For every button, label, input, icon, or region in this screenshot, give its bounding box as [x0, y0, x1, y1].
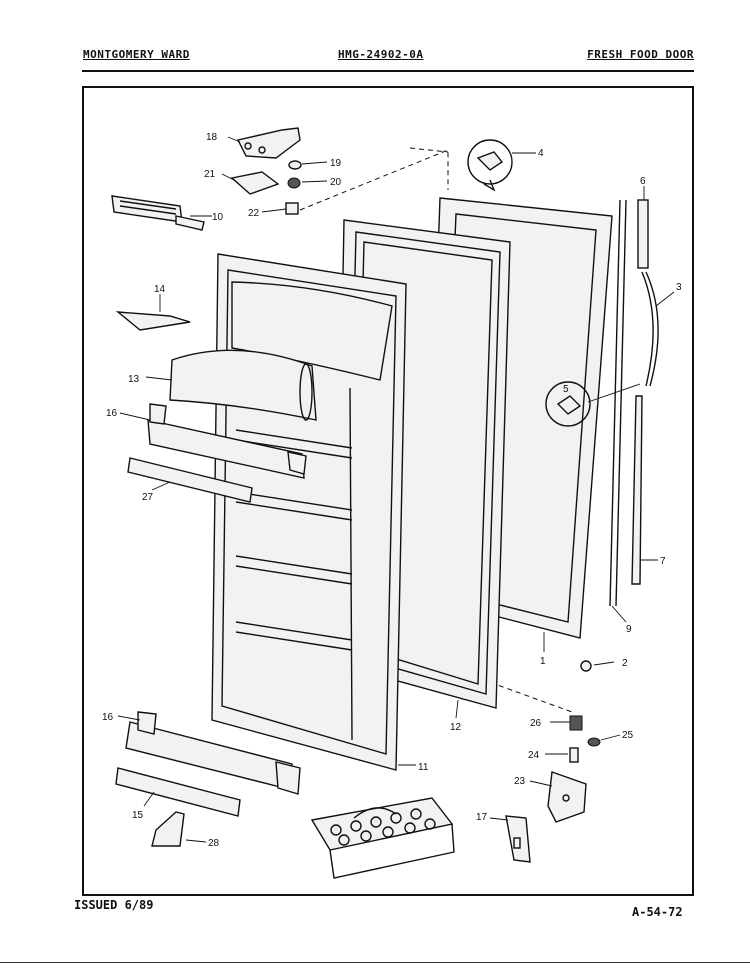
- callout-11: 11: [418, 762, 429, 773]
- callout-4: 4: [538, 148, 544, 159]
- callout-10: 10: [212, 212, 224, 223]
- part-20-bushing: [287, 177, 328, 189]
- callout-22: 22: [248, 208, 260, 219]
- callout-13: 13: [128, 374, 140, 385]
- part-28-clip: [151, 811, 207, 847]
- diagram-frame: [82, 86, 694, 896]
- callout-18: 18: [206, 132, 218, 143]
- part-17-bracket: [489, 815, 531, 863]
- callout-6: 6: [640, 176, 646, 187]
- callout-17: 17: [476, 812, 488, 823]
- page-bottom-rule: [0, 962, 750, 963]
- part-24-pin: [545, 747, 579, 763]
- callout-25: 25: [622, 730, 634, 741]
- part-11-door: [211, 253, 416, 771]
- brand-title: MONTGOMERY WARD: [83, 48, 190, 61]
- callout-28: 28: [208, 838, 220, 849]
- part-9-rod: [609, 199, 627, 623]
- part-27-trim: [127, 457, 253, 503]
- issued-date: ISSUED 6/89: [74, 898, 154, 912]
- header-rule: [82, 70, 694, 72]
- part-4-plug: [467, 139, 536, 192]
- callout-19: 19: [330, 158, 342, 169]
- part-23-bracket: [529, 771, 587, 823]
- part-7-seal: [631, 395, 658, 585]
- callout-2: 2: [622, 658, 628, 669]
- part-2-screw: [580, 660, 615, 672]
- callout-26: 26: [530, 718, 542, 729]
- page-code: A-54-72: [632, 905, 683, 919]
- callout-24: 24: [528, 750, 540, 761]
- part-22-block: [261, 202, 299, 215]
- part-6-pin: [637, 186, 649, 269]
- part-14-clip: [115, 294, 191, 331]
- part-16-lower-shelf: [117, 711, 301, 795]
- callout-16-upper: 16: [106, 408, 118, 419]
- part-5-cam: [545, 381, 641, 427]
- model-number: HMG-24902-0A: [338, 48, 424, 61]
- callout-16-lower: 16: [102, 712, 114, 723]
- section-title: FRESH FOOD DOOR: [587, 48, 694, 61]
- callout-20: 20: [330, 177, 342, 188]
- part-15-trim: [115, 767, 241, 817]
- egg-tray: [310, 797, 455, 879]
- callout-21: 21: [204, 169, 216, 180]
- callout-9: 9: [626, 624, 632, 635]
- part-26-bushing: [550, 715, 583, 731]
- callout-7: 7: [660, 556, 666, 567]
- part-10-channel: [111, 195, 212, 231]
- part-19-washer: [288, 160, 328, 170]
- callout-3: 3: [676, 282, 682, 293]
- part-21-plate: [221, 171, 280, 195]
- part-16-upper-shelf: [119, 403, 307, 479]
- callout-14: 14: [154, 284, 166, 295]
- part-3-strap: [641, 271, 675, 387]
- callout-5: 5: [563, 384, 569, 395]
- part-18-hinge: [227, 127, 301, 159]
- callout-27: 27: [142, 492, 154, 503]
- part-13-dairy-door: [145, 349, 317, 421]
- callout-23: 23: [514, 776, 526, 787]
- part-25-washer: [587, 734, 621, 747]
- callout-15: 15: [132, 810, 144, 821]
- callout-1: 1: [540, 656, 546, 667]
- callout-12: 12: [450, 722, 462, 733]
